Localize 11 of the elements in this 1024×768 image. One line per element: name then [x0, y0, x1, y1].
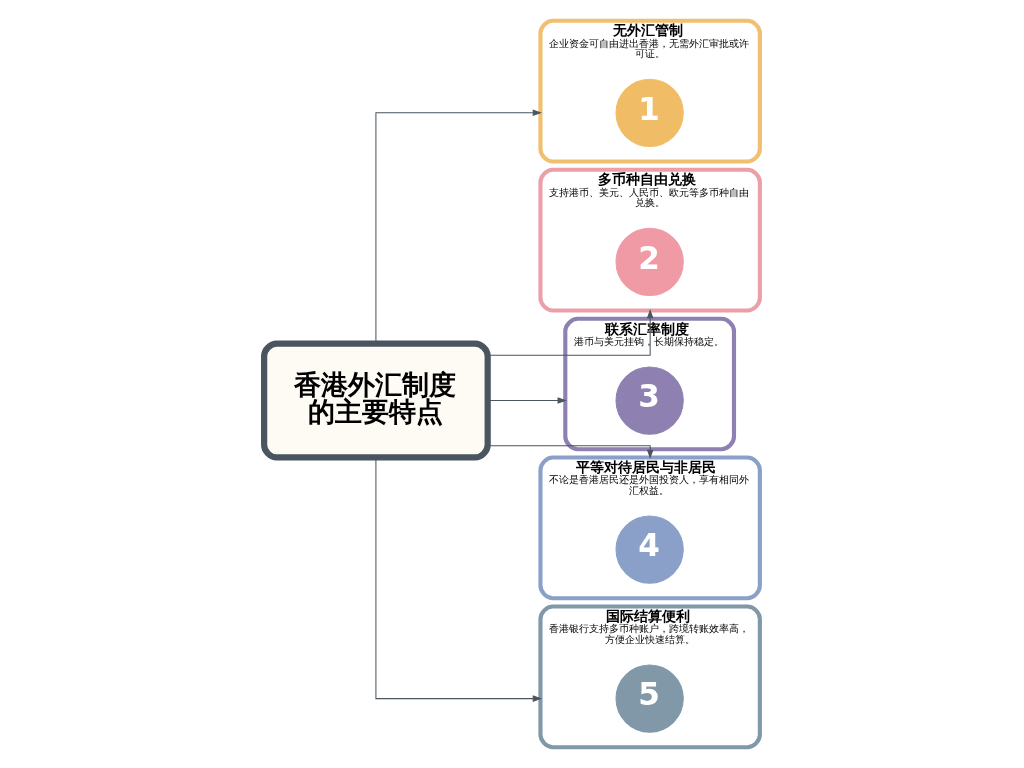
arrow	[375, 457, 542, 702]
node-circle: 2	[615, 227, 684, 297]
arrow	[487, 397, 567, 404]
arrow	[487, 445, 654, 460]
node-box: 香港外汇制度的主要特点	[261, 340, 491, 461]
arrow	[375, 109, 542, 344]
node-circle: 5	[615, 664, 684, 733]
arrow	[487, 308, 654, 356]
node-circle: 1	[615, 78, 684, 147]
node-circle: 4	[615, 515, 684, 584]
node-circle: 3	[615, 366, 684, 435]
